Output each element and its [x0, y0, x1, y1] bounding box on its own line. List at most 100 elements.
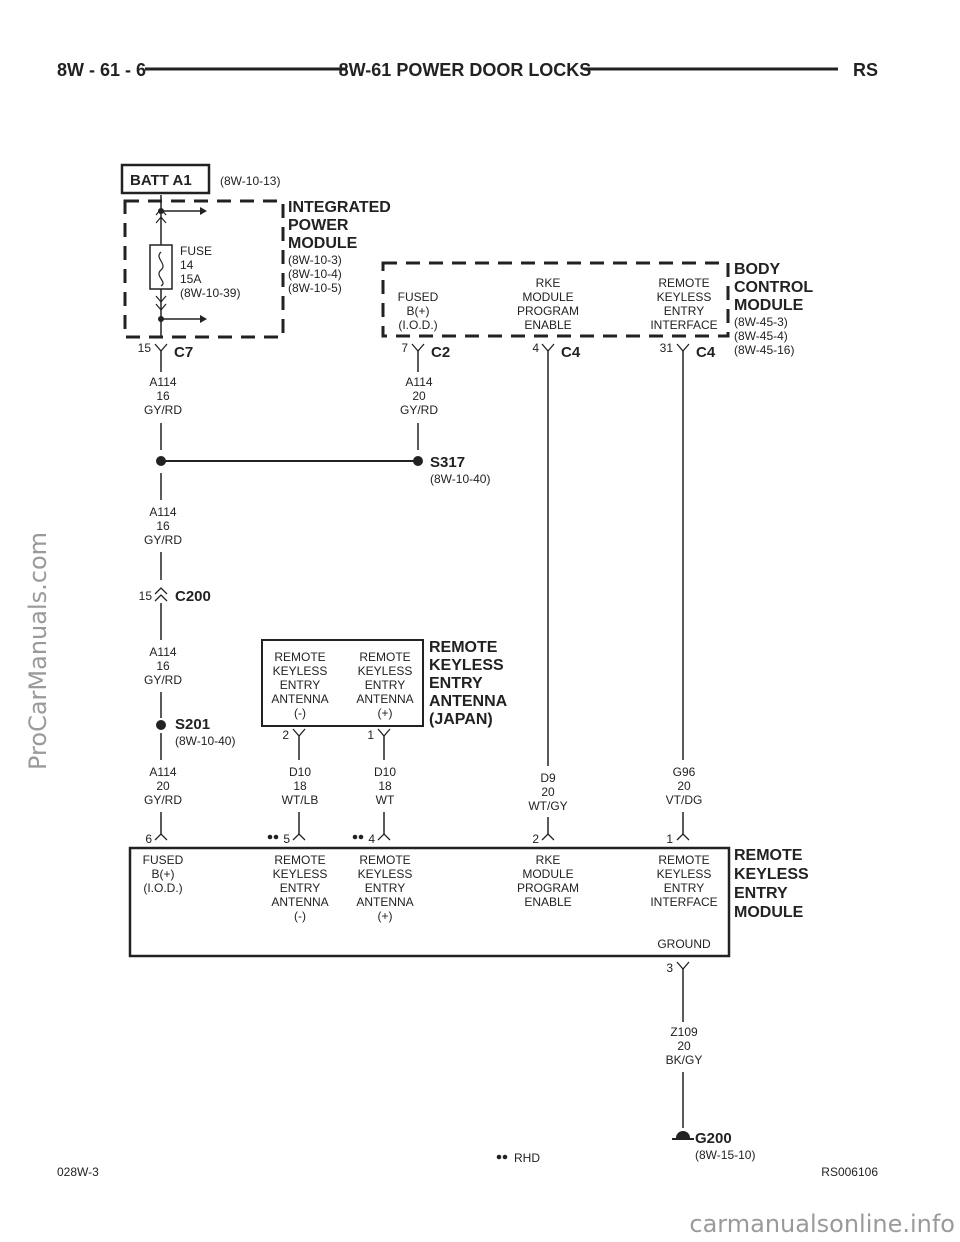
wire-a114-5-circuit: A114 [149, 765, 176, 779]
s201-name: S201 [175, 716, 210, 733]
bcm-if-4: INTERFACE [650, 318, 717, 332]
rhd-dot-markers [267, 834, 508, 1160]
bcm-if-2: KEYLESS [657, 290, 712, 304]
fuse-label-3: 15A [180, 272, 201, 286]
antenna-title-1: REMOTE [429, 639, 498, 656]
s201-ref: (8W-10-40) [175, 734, 235, 748]
rke-module-box [128, 846, 731, 958]
bcm-if-3: ENTRY [664, 304, 704, 318]
s317-ref: (8W-10-40) [430, 472, 490, 486]
s317-name: S317 [430, 454, 465, 471]
rke-fused-3: (I.O.D.) [143, 881, 182, 895]
bcm-fused-1: FUSED [398, 290, 439, 304]
fuse-label-1: FUSE [180, 244, 212, 258]
wire-d9-circuit: D9 [540, 771, 556, 785]
antenna-neg-5: (-) [294, 706, 306, 720]
c7-pin: 15 [138, 341, 152, 355]
wire-a114-5-color: GY/RD [144, 793, 182, 807]
rke-pin-5: 5 [283, 832, 290, 846]
rke-prog-3: PROGRAM [517, 881, 579, 895]
wire-g96-circuit: G96 [673, 765, 696, 779]
bcm-fused-3: (I.O.D.) [398, 318, 437, 332]
antenna-title-3: ENTRY [429, 675, 483, 692]
rke-if-4: INTERFACE [650, 895, 717, 909]
antenna-neg-2: KEYLESS [273, 664, 328, 678]
rke-ant-pos-2: KEYLESS [358, 867, 413, 881]
ipm-ref-1: (8W-10-3) [288, 253, 342, 267]
rke-pin-6: 6 [145, 832, 152, 846]
bcm-rke-1: RKE [536, 276, 561, 290]
rke-pin-2: 2 [532, 832, 539, 846]
watermark-bottom: carmanualsonline.info [689, 1210, 955, 1238]
header-page: 8W - 61 - 6 [57, 60, 146, 80]
wire-a114-1-color: GY/RD [144, 403, 182, 417]
legend-rhd: RHD [514, 1151, 540, 1165]
wire-a114-4-gauge: 16 [156, 659, 170, 673]
g200-ref: (8W-15-10) [695, 1148, 755, 1162]
watermark-side: ProCarManuals.com [24, 532, 52, 770]
rke-fused-2: B(+) [151, 867, 174, 881]
antenna-neg-1: REMOTE [274, 650, 325, 664]
wire-a114-1-circuit: A114 [149, 375, 176, 389]
g200-name: G200 [695, 1130, 732, 1147]
wire-a114-2-color: GY/RD [400, 403, 438, 417]
wire-d10-lb-color: WT/LB [282, 793, 319, 807]
c200-pin: 15 [139, 589, 153, 603]
wire-a114-4-color: GY/RD [144, 673, 182, 687]
rke-ant-neg-1: REMOTE [274, 853, 325, 867]
bcm-ref-2: (8W-45-4) [734, 329, 788, 343]
rke-title-3: ENTRY [734, 885, 788, 902]
ground-symbol-icon [672, 1131, 694, 1140]
rke-ground-label: GROUND [657, 937, 711, 951]
antenna-title-5: (JAPAN) [429, 711, 493, 728]
c4b-name: C4 [696, 344, 716, 361]
antenna-pin-pos-num: 1 [367, 728, 374, 742]
rke-ant-neg-4: ANTENNA [271, 895, 328, 909]
antenna-pin-neg-num: 2 [282, 728, 289, 742]
rke-pin-3: 3 [666, 961, 673, 975]
antenna-title-4: ANTENNA [429, 693, 508, 710]
c4a-pin: 4 [532, 341, 539, 355]
rke-title-1: REMOTE [734, 847, 803, 864]
rke-prog-1: RKE [536, 853, 561, 867]
wire-d10-lb-gauge: 18 [293, 779, 307, 793]
rke-if-2: KEYLESS [657, 867, 712, 881]
wire-d10-wt-gauge: 18 [378, 779, 392, 793]
wire-g96-color: VT/DG [666, 793, 703, 807]
ipm-ref-3: (8W-10-5) [288, 281, 342, 295]
rke-ant-neg-5: (-) [294, 909, 306, 923]
rke-pin-1: 1 [666, 832, 673, 846]
rke-ant-pos-5: (+) [378, 909, 393, 923]
wire-d10-wt-circuit: D10 [374, 765, 396, 779]
c2-pin: 7 [401, 341, 408, 355]
bcm-title-3: MODULE [734, 297, 804, 314]
rke-pin-4: 4 [368, 832, 375, 846]
antenna-pos-4: ANTENNA [356, 692, 413, 706]
ipm-title-2: POWER [288, 217, 349, 234]
footer-right: RS006106 [821, 1165, 878, 1179]
wire-z109-circuit: Z109 [670, 1025, 698, 1039]
c7-name: C7 [174, 344, 193, 361]
wire-a114-3-circuit: A114 [149, 505, 176, 519]
wire-d10-wt-color: WT [376, 793, 395, 807]
bcm-dashed-box [381, 261, 730, 338]
antenna-pos-3: ENTRY [365, 678, 405, 692]
rke-ant-neg-2: KEYLESS [273, 867, 328, 881]
rke-if-3: ENTRY [664, 881, 704, 895]
bcm-title-2: CONTROL [734, 279, 813, 296]
bcm-if-1: REMOTE [658, 276, 709, 290]
rke-title-4: MODULE [734, 904, 804, 921]
wire-a114-1-gauge: 16 [156, 389, 170, 403]
bcm-fused-2: B(+) [406, 304, 429, 318]
rke-fused-1: FUSED [143, 853, 184, 867]
antenna-pos-1: REMOTE [359, 650, 410, 664]
footer-left: 028W-3 [57, 1165, 99, 1179]
fuse-label-4: (8W-10-39) [180, 286, 240, 300]
wire-z109-gauge: 20 [677, 1039, 691, 1053]
header-title: 8W-61 POWER DOOR LOCKS [339, 60, 592, 80]
ipm-ref-2: (8W-10-4) [288, 267, 342, 281]
c4a-name: C4 [561, 344, 581, 361]
antenna-box [261, 639, 424, 727]
header-section: RS [853, 60, 878, 80]
antenna-pos-2: KEYLESS [358, 664, 413, 678]
